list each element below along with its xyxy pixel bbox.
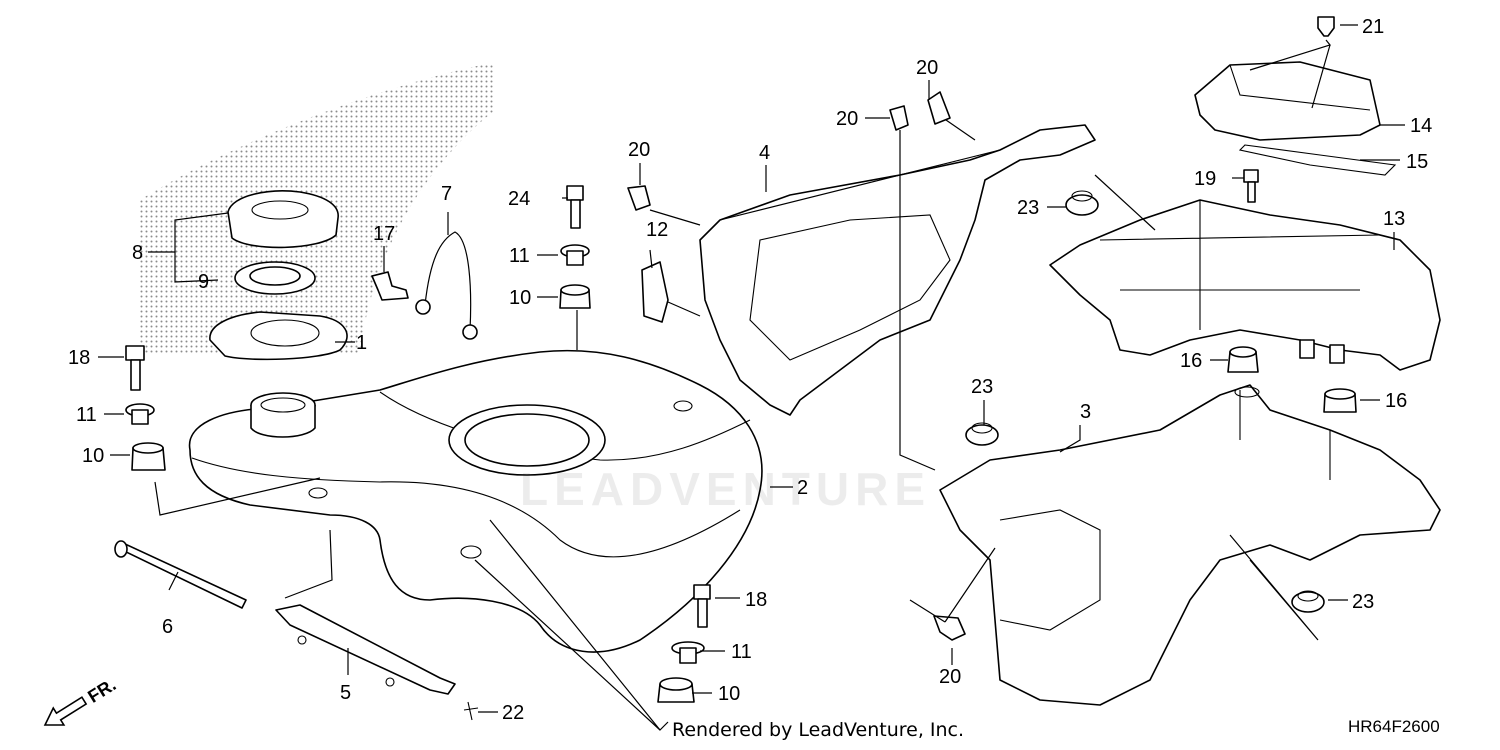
callout-21: 21 — [1362, 16, 1384, 38]
render-credit: Rendered by LeadVenture, Inc. — [672, 719, 965, 741]
front-direction-indicator: FR. — [43, 674, 120, 726]
callout-11-left: 11 — [76, 404, 97, 426]
callout-16-b: 16 — [1385, 390, 1407, 412]
battery-box — [1049, 199, 1441, 371]
callout-labels: 1 2 3 4 5 6 7 8 9 10 10 10 11 11 11 12 1… — [68, 16, 1432, 724]
callout-16-a: 16 — [1180, 350, 1202, 372]
callout-23-a: 23 — [1017, 197, 1039, 219]
callout-22: 22 — [502, 702, 524, 724]
callout-6: 6 — [162, 616, 173, 638]
callout-20-b: 20 — [836, 108, 858, 130]
callout-4: 4 — [759, 142, 770, 164]
bolt-24 — [566, 185, 584, 229]
callout-5: 5 — [340, 682, 351, 704]
filler-base — [209, 311, 348, 361]
callout-15: 15 — [1406, 151, 1428, 173]
bracket-12 — [641, 261, 669, 323]
callout-12: 12 — [646, 219, 668, 241]
under-tray — [939, 384, 1441, 706]
bolt-18-bottom — [693, 584, 711, 628]
screw-20-b — [889, 105, 909, 131]
plug-23-a — [1065, 190, 1099, 216]
callout-1: 1 — [356, 332, 367, 354]
grommet-16-b — [1323, 388, 1357, 413]
callout-18-left: 18 — [68, 347, 90, 369]
callout-19: 19 — [1194, 168, 1216, 190]
clip-22 — [463, 701, 479, 721]
collar-11-left — [125, 403, 155, 425]
callout-13: 13 — [1383, 208, 1405, 230]
screw-20-d — [933, 615, 966, 641]
callout-24: 24 — [508, 188, 530, 210]
callout-20-d: 20 — [939, 666, 961, 688]
filler-cap — [227, 190, 339, 249]
front-arrow-icon — [43, 696, 88, 726]
collar-11-top — [560, 244, 590, 266]
plug-23-c — [1291, 590, 1325, 613]
plug-23-b — [965, 422, 999, 446]
side-cover — [699, 124, 1096, 416]
grommet-10-bottom — [657, 677, 695, 703]
callout-20-c: 20 — [916, 57, 938, 79]
grommet-16-a — [1227, 346, 1259, 373]
bolt-19 — [1243, 169, 1259, 203]
callout-8: 8 — [132, 242, 143, 264]
screw-20-a — [627, 185, 651, 211]
grommet-10-left — [131, 442, 166, 471]
callout-18-bottom: 18 — [745, 589, 767, 611]
callout-17: 17 — [373, 223, 395, 245]
callout-14: 14 — [1410, 115, 1432, 137]
callout-20-a: 20 — [628, 139, 650, 161]
battery-lid — [1194, 61, 1381, 141]
callout-2: 2 — [797, 477, 808, 499]
bolt-18-left — [125, 345, 145, 391]
callout-3: 3 — [1080, 401, 1091, 423]
diagram-code: HR64F2600 — [1348, 717, 1440, 736]
callout-11-top: 11 — [509, 245, 530, 267]
collar-11-bottom — [671, 641, 705, 664]
callout-23-c: 23 — [1352, 591, 1374, 613]
grommet-10-top — [559, 284, 591, 309]
leader-lines — [98, 24, 1405, 731]
callout-10-top: 10 — [509, 287, 531, 309]
callout-7: 7 — [441, 183, 452, 205]
screw-20-c — [927, 91, 951, 125]
bolt-17 — [371, 271, 409, 301]
callout-23-b: 23 — [971, 376, 993, 398]
lid-seal — [1238, 144, 1397, 176]
screw-21 — [1317, 16, 1335, 37]
tank-band — [114, 540, 247, 609]
tank-stay — [275, 604, 456, 695]
breather-tube — [415, 231, 478, 340]
cap-gasket — [234, 261, 316, 295]
callout-9: 9 — [198, 271, 209, 293]
callout-10-bottom: 10 — [718, 683, 740, 705]
front-label: FR. — [84, 674, 119, 706]
callout-11-bottom: 11 — [731, 641, 752, 663]
fuel-tank — [188, 349, 763, 653]
watermark: LEADVENTURE — [520, 463, 932, 515]
callout-10-left: 10 — [82, 445, 104, 467]
